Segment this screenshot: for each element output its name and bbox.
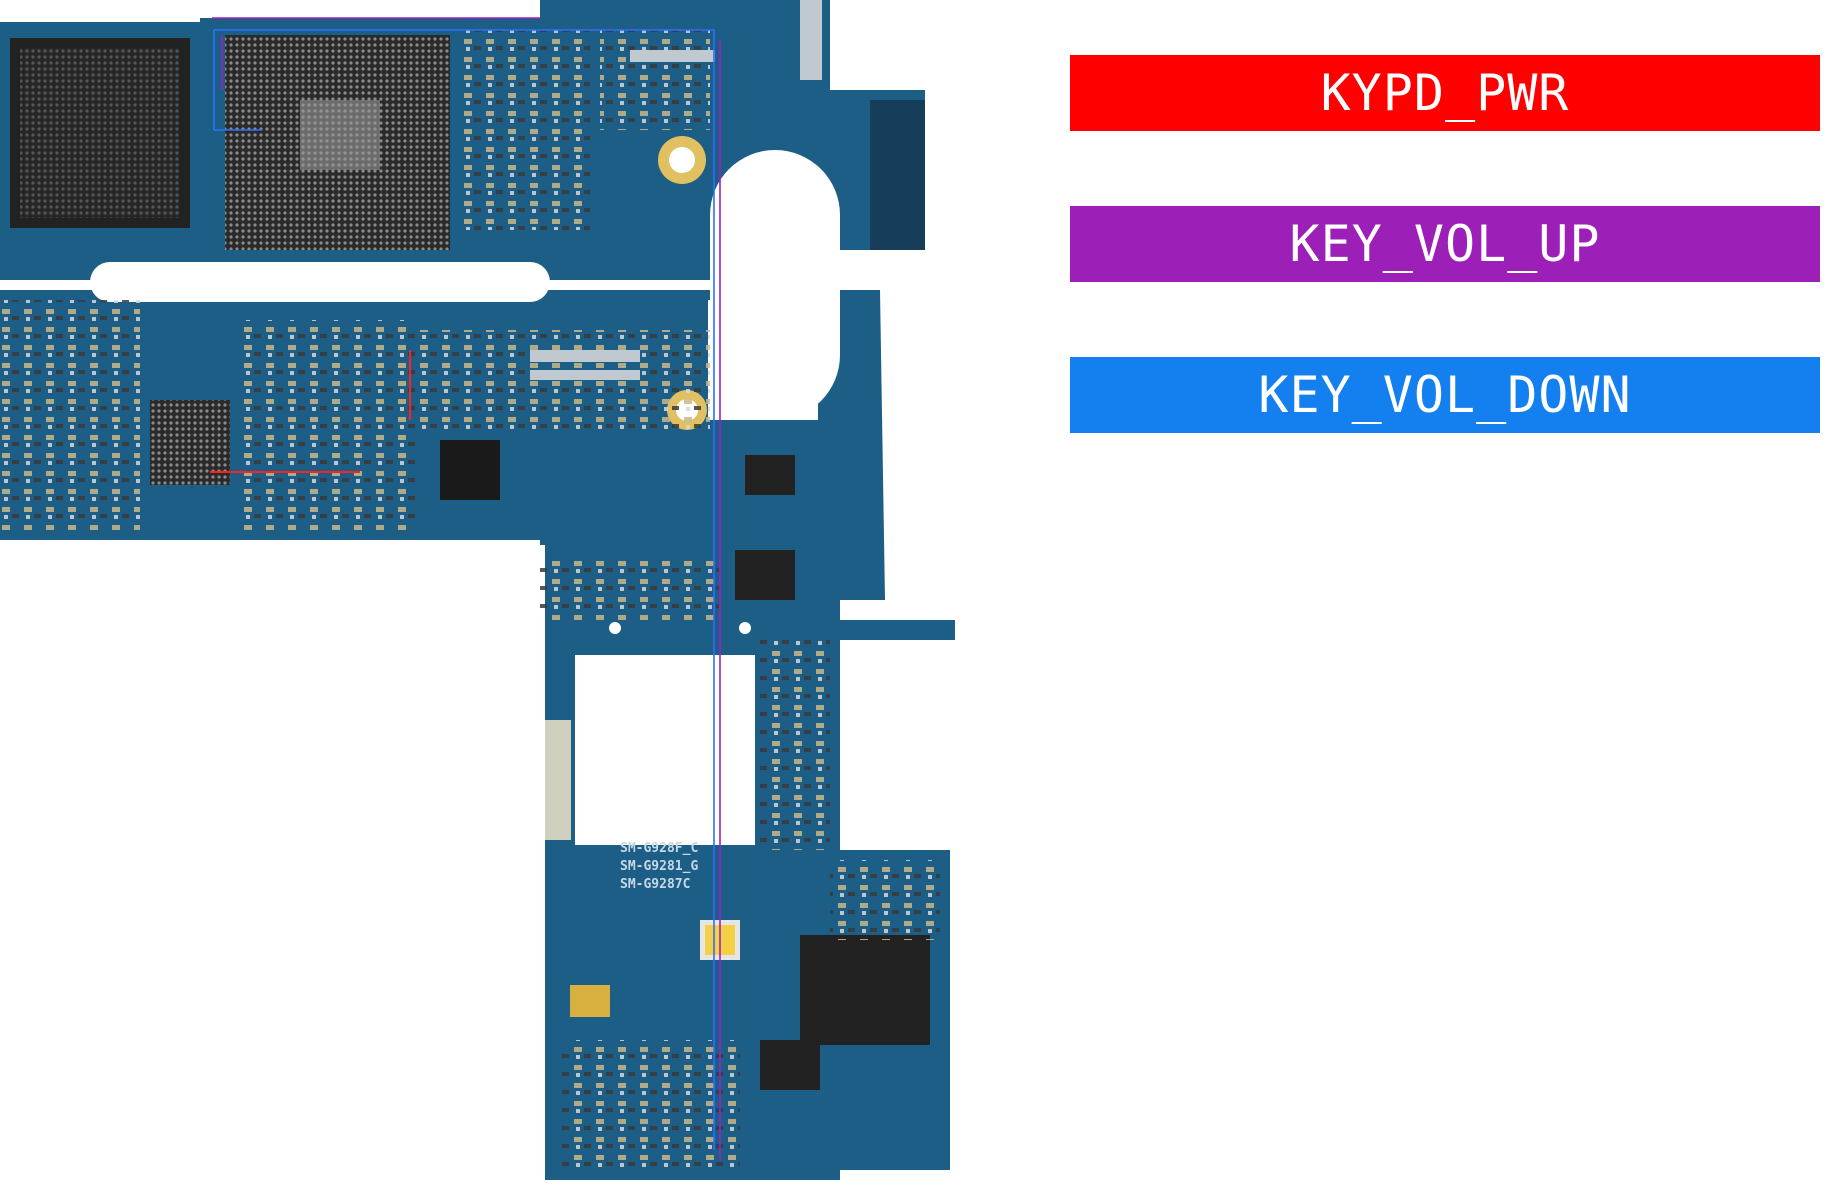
trace-kypd-pwr [210, 350, 411, 473]
components [0, 30, 940, 1170]
silkscreen-line-1: SM-G928F_C [620, 841, 698, 856]
silkscreen-line-3: SM-G9287C [620, 877, 690, 892]
trace-key-vol-up [212, 17, 721, 1160]
legend-kypd-pwr: KYPD_PWR [1070, 55, 1820, 131]
silkscreen-line-2: SM-G9281_G [620, 859, 698, 874]
pcb-board-diagram: SM-G928F_C SM-G9281_G SM-G9287C [0, 0, 955, 1186]
legend-key-vol-up: KEY_VOL_UP [1070, 206, 1820, 282]
connectors [530, 0, 822, 380]
trace-key-vol-down [213, 29, 715, 1150]
pcb-cutouts [0, 150, 840, 1186]
chips [10, 35, 930, 1090]
legend-key-vol-down: KEY_VOL_DOWN [1070, 357, 1820, 433]
